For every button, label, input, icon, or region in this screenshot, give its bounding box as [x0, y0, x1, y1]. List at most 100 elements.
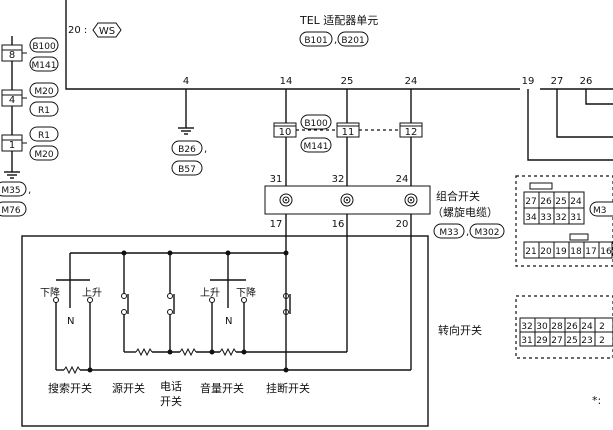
svg-text:M33: M33 [439, 228, 458, 238]
svg-text:N: N [67, 316, 74, 327]
svg-text:B201: B201 [341, 36, 364, 46]
svg-text:26: 26 [540, 197, 552, 207]
svg-text:28: 28 [551, 322, 563, 332]
resistor-icon [219, 347, 237, 357]
pin-14-label: 14 [280, 76, 293, 87]
svg-text:31: 31 [570, 213, 581, 223]
resistor-icon [179, 347, 197, 357]
svg-text:2: 2 [599, 322, 605, 332]
svg-text:M302: M302 [475, 228, 500, 238]
svg-text:下降: 下降 [40, 286, 60, 299]
svg-text:B101: B101 [304, 36, 327, 46]
svg-text:M20: M20 [34, 87, 53, 97]
svg-text:16: 16 [332, 219, 345, 230]
spiral-cable-subtitle: （螺旋电缆） [432, 205, 498, 219]
svg-text:M3: M3 [593, 206, 607, 216]
connector-1: 1 [1, 134, 27, 172]
connector-face-1: 27 26 25 24 34 33 32 31 21 20 19 18 17 1… [515, 175, 613, 267]
ground-left-icon [4, 171, 20, 179]
svg-text:18: 18 [570, 247, 582, 257]
pin-26-label: 26 [580, 76, 593, 87]
svg-text:20: 20 [396, 219, 409, 230]
svg-text:N: N [225, 316, 232, 327]
svg-text:B100: B100 [304, 119, 328, 129]
svg-text:上升: 上升 [82, 287, 102, 299]
svg-text:M20: M20 [34, 150, 53, 160]
svg-text:下降: 下降 [236, 286, 256, 299]
phone-switch-label-2: 开关 [160, 394, 182, 408]
svg-text:R1: R1 [38, 106, 50, 116]
resistor-icon [63, 365, 81, 375]
ground-icon [178, 127, 194, 135]
svg-text:17: 17 [270, 219, 283, 230]
steering-switch-box [21, 235, 429, 427]
svg-text:B26: B26 [178, 145, 196, 155]
search-switch-label: 搜索开关 [48, 381, 92, 395]
svg-text:2: 2 [599, 336, 605, 346]
spiral-cable-title: 组合开关 [436, 189, 480, 203]
svg-text:,: , [28, 185, 31, 196]
svg-text:33: 33 [540, 213, 551, 223]
svg-text:27: 27 [551, 336, 562, 346]
svg-text:12: 12 [405, 127, 418, 138]
svg-text:16: 16 [600, 247, 612, 257]
svg-text:1: 1 [9, 140, 15, 151]
source-switch-label: 源开关 [112, 381, 145, 395]
source-switch [121, 253, 129, 352]
svg-text:32: 32 [521, 322, 532, 332]
svg-text:M35: M35 [1, 186, 20, 196]
connector-8: 8 [1, 36, 27, 90]
svg-text:29: 29 [536, 336, 548, 346]
pin-27-label: 27 [551, 76, 564, 87]
pin-19-label: 19 [522, 76, 535, 87]
svg-text:M141: M141 [304, 142, 329, 152]
svg-text:,: , [334, 35, 337, 46]
svg-text:24: 24 [581, 322, 593, 332]
svg-text:10: 10 [279, 127, 292, 138]
resistor-icon [135, 347, 153, 357]
svg-text:B57: B57 [178, 165, 196, 175]
svg-text:M76: M76 [1, 206, 20, 216]
svg-text:30: 30 [536, 322, 548, 332]
tel-unit-title: TEL 适配器单元 [299, 14, 378, 27]
svg-text:17: 17 [585, 247, 596, 257]
svg-text:,: , [204, 144, 207, 155]
svg-text:25: 25 [555, 197, 566, 207]
svg-text:23: 23 [581, 336, 592, 346]
connector-face-2: 32 30 28 26 24 2 31 29 27 25 23 2 [515, 295, 613, 359]
pin-20-label: 20 : [68, 25, 87, 36]
steering-switch-title: 转向开关 [438, 323, 482, 337]
pin-24-label: 24 [405, 76, 418, 87]
svg-text:M141: M141 [32, 61, 57, 71]
svg-text:,: , [466, 227, 469, 238]
svg-text:31: 31 [270, 174, 283, 185]
svg-text:WS: WS [99, 26, 115, 37]
tel-unit-connector-b101: B101 [299, 31, 333, 47]
svg-text:8: 8 [9, 50, 15, 61]
phone-switch-label-1: 电话 [160, 380, 182, 393]
hang-up-switch-label: 挂断开关 [266, 381, 310, 395]
svg-text:32: 32 [555, 213, 566, 223]
tel-unit-box [65, 0, 520, 90]
spiral-cable-coil-icon [279, 193, 418, 207]
corner-mark: *: [592, 394, 601, 407]
pin-25-label: 25 [341, 76, 354, 87]
svg-text:B100: B100 [32, 42, 56, 52]
svg-text:11: 11 [342, 127, 355, 138]
svg-text:34: 34 [525, 213, 537, 223]
volume-switch-label: 音量开关 [200, 381, 244, 395]
volume-switch [209, 253, 247, 352]
junction-11: 11 [336, 122, 360, 138]
connector-4: 4 [1, 89, 27, 135]
svg-text:R1: R1 [38, 131, 50, 141]
svg-text:20: 20 [540, 247, 552, 257]
svg-text:24: 24 [396, 174, 409, 185]
svg-text:25: 25 [566, 336, 577, 346]
hang-up-switch [283, 293, 291, 315]
svg-text:21: 21 [525, 247, 536, 257]
svg-text:31: 31 [521, 336, 532, 346]
pin-4-label: 4 [183, 76, 189, 87]
junction-12: 12 [399, 122, 423, 138]
svg-text:24: 24 [570, 197, 582, 207]
svg-text:32: 32 [332, 174, 345, 185]
